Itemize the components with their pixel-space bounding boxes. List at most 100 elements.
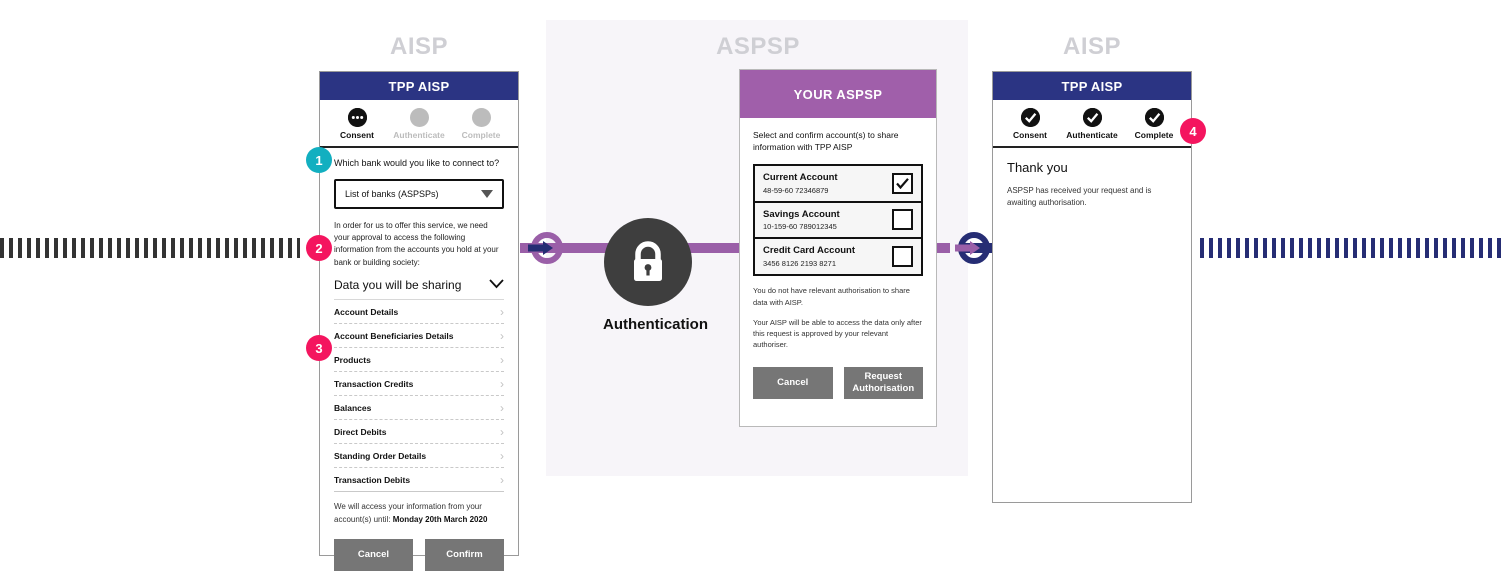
data-item-label: Account Details <box>334 306 399 317</box>
account-checkbox[interactable] <box>892 209 913 231</box>
authorisation-note-1: You do not have relevant authorisation t… <box>753 286 910 307</box>
step-complete-label: Complete <box>1134 130 1174 140</box>
authentication-node: Authentication <box>603 218 708 333</box>
account-info: Credit Card Account 3456 8126 2193 8271 <box>763 245 855 268</box>
data-sharing-accordion-label: Data you will be sharing <box>334 278 462 293</box>
account-info: Current Account 48-59-60 72346879 <box>763 172 838 195</box>
thank-you-body: ASPSP has received your request and is a… <box>1007 186 1152 207</box>
account-number: 48-59-60 72346879 <box>763 185 829 195</box>
phone1-stepper: Consent Authenticate Complete <box>320 100 518 148</box>
data-items-list: Account Details › Account Beneficiaries … <box>334 300 504 493</box>
connector-arrow-left <box>528 229 566 267</box>
account-checkbox-checked[interactable] <box>892 172 913 194</box>
authentication-label: Authentication <box>603 316 708 333</box>
check-circle-icon <box>1020 108 1040 127</box>
step-badge-1: 1 <box>306 147 332 173</box>
step-authenticate-done[interactable]: Authenticate <box>1061 108 1123 140</box>
thank-you-heading: Thank you <box>1007 160 1068 175</box>
phone3-stepper: Consent Authenticate Com <box>993 100 1191 148</box>
bank-select[interactable]: List of banks (ASPSPs) <box>334 178 504 209</box>
data-sharing-accordion[interactable]: Data you will be sharing <box>334 278 504 301</box>
account-row-current[interactable]: Current Account 48-59-60 72346879 <box>755 165 921 203</box>
account-list: Current Account 48-59-60 72346879 Saving… <box>753 163 923 277</box>
data-item-label: Transaction Debits <box>334 474 411 485</box>
access-until-date: Monday 20th March 2020 <box>392 515 488 525</box>
bank-select-value: List of banks (ASPSPs) <box>345 188 439 199</box>
request-authorisation-button[interactable]: Request Authorisation <box>843 366 923 399</box>
step-consent-label: Consent <box>1013 130 1047 140</box>
list-item[interactable]: Standing Order Details › <box>334 444 504 469</box>
account-number: 3456 8126 2193 8271 <box>763 259 836 269</box>
circle-icon <box>471 108 491 127</box>
step-consent-label: Consent <box>340 130 374 140</box>
bank-question: Which bank would you like to connect to? <box>334 158 500 168</box>
chevron-right-icon: › <box>500 448 504 463</box>
list-item[interactable]: Account Details › <box>334 300 504 325</box>
list-item[interactable]: Transaction Debits › <box>334 468 504 493</box>
phone1-button-row: Cancel Confirm <box>334 538 504 571</box>
aspsp-intro: Select and confirm account(s) to share i… <box>753 130 899 153</box>
data-item-label: Balances <box>334 402 372 413</box>
account-name: Credit Card Account <box>763 245 856 257</box>
dashed-rail-right <box>1200 238 1504 258</box>
step-authenticate-label: Authenticate <box>393 130 445 140</box>
aspsp-button-row: Cancel Request Authorisation <box>753 366 923 399</box>
step-authenticate[interactable]: Authenticate <box>388 108 450 140</box>
account-checkbox[interactable] <box>892 246 913 268</box>
account-row-savings[interactable]: Savings Account 10-159-60 789012345 <box>755 202 921 240</box>
check-circle-icon <box>1144 108 1164 127</box>
dashed-rail-left <box>0 238 300 258</box>
data-item-label: Products <box>334 354 371 365</box>
cancel-button[interactable]: Cancel <box>334 538 413 571</box>
step-consent[interactable]: Consent <box>326 108 388 140</box>
chevron-right-icon: › <box>500 400 504 415</box>
step-consent-done[interactable]: Consent <box>999 108 1061 140</box>
chevron-right-icon: › <box>500 304 504 319</box>
step-complete-label: Complete <box>461 130 501 140</box>
access-until-text: We will access your information from you… <box>334 501 504 527</box>
dots-icon <box>347 108 367 127</box>
chevron-right-icon: › <box>500 352 504 367</box>
aspsp-cancel-button[interactable]: Cancel <box>753 366 833 399</box>
lock-icon <box>604 218 692 306</box>
phone3-header: TPP AISP <box>993 72 1191 100</box>
rail-purple-left <box>520 243 620 253</box>
check-circle-icon <box>1082 108 1102 127</box>
step-authenticate-label: Authenticate <box>1066 130 1118 140</box>
lane-label-aspsp: ASPSP <box>716 33 800 60</box>
account-number: 10-159-60 789012345 <box>763 222 837 232</box>
account-name: Savings Account <box>763 208 840 220</box>
list-item[interactable]: Account Beneficiaries Details › <box>334 324 504 349</box>
phone3-body: Thank you ASPSP has received your reques… <box>993 148 1191 221</box>
phone1-body: Which bank would you like to connect to?… <box>320 148 518 583</box>
step-complete[interactable]: Complete <box>450 108 512 140</box>
account-info: Savings Account 10-159-60 789012345 <box>763 209 840 232</box>
step-badge-2: 2 <box>306 235 332 261</box>
data-item-label: Standing Order Details <box>334 450 427 461</box>
account-row-credit-card[interactable]: Credit Card Account 3456 8126 2193 8271 <box>755 239 921 275</box>
chevron-right-icon: › <box>500 328 504 343</box>
list-item[interactable]: Direct Debits › <box>334 420 504 445</box>
aspsp-card: YOUR ASPSP Select and confirm account(s)… <box>739 69 937 427</box>
lane-label-aisp-right: AISP <box>1062 33 1121 60</box>
authorisation-note-2: Your AISP will be able to access the dat… <box>753 317 922 350</box>
list-item[interactable]: Balances › <box>334 396 504 421</box>
step-complete-done[interactable]: Complete <box>1123 108 1185 140</box>
chevron-down-icon <box>481 189 493 198</box>
list-item[interactable]: Products › <box>334 348 504 373</box>
confirm-button[interactable]: Confirm <box>425 538 504 571</box>
step-badge-4: 4 <box>1180 118 1206 144</box>
account-name: Current Account <box>763 171 838 183</box>
aspsp-body: Select and confirm account(s) to share i… <box>740 118 936 411</box>
aspsp-header: YOUR ASPSP <box>740 70 936 118</box>
access-until-prefix: We will access your information from you… <box>334 502 482 525</box>
chevron-right-icon: › <box>500 472 504 487</box>
list-item[interactable]: Transaction Credits › <box>334 372 504 397</box>
phone1-header: TPP AISP <box>320 72 518 100</box>
chevron-right-icon: › <box>500 424 504 439</box>
step-badge-3: 3 <box>306 335 332 361</box>
data-item-label: Account Beneficiaries Details <box>334 330 454 341</box>
chevron-down-icon <box>489 278 504 292</box>
circle-icon <box>409 108 429 127</box>
connector-arrow-right <box>955 229 993 267</box>
